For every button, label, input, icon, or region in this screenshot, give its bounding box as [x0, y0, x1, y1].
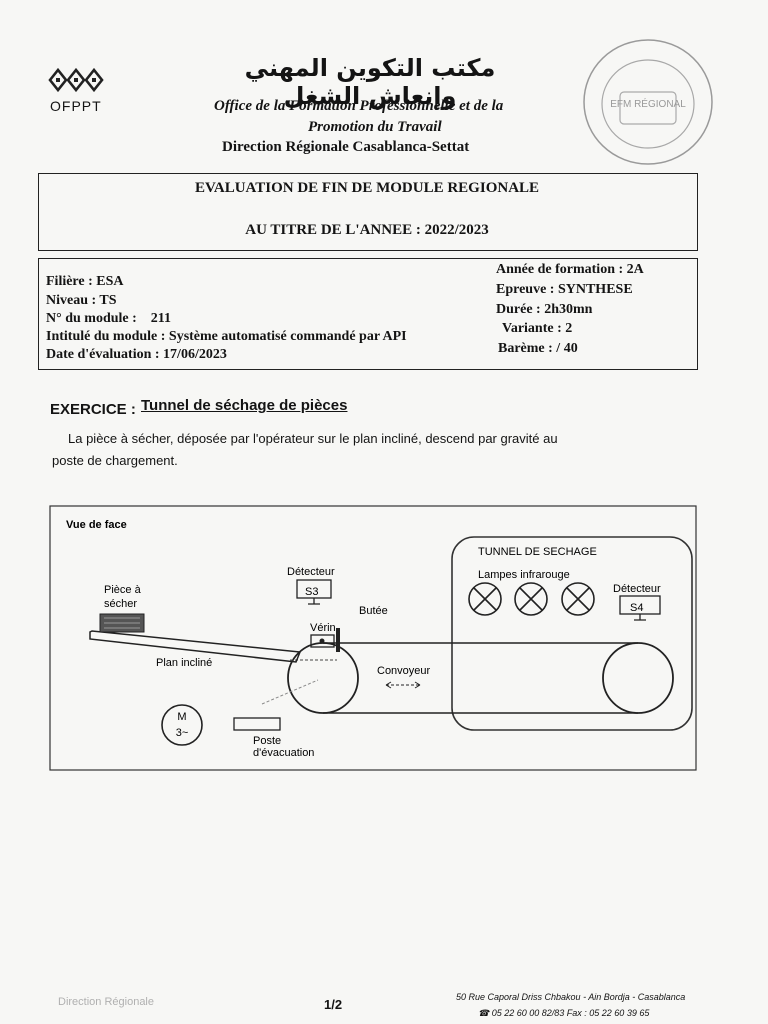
footer-direction: Direction Régionale [58, 996, 154, 1008]
plan-incline-label: Plan incliné [156, 657, 212, 669]
verin-box [310, 634, 335, 648]
detector-left-label: Détecteur [287, 566, 335, 578]
detector-right-label: Détecteur [613, 583, 661, 595]
piece-label-2: sécher [104, 598, 137, 610]
tunnel-label: TUNNEL DE SECHAGE [478, 546, 597, 558]
vue-label: Vue de face [66, 519, 127, 531]
inclined-plane [89, 630, 302, 663]
motor-m-label: M [177, 711, 186, 723]
poste-label-1: Poste [253, 735, 281, 747]
niveau: Niveau : TS [46, 293, 117, 308]
evaluation-date: Date d'évaluation : 17/06/2023 [46, 347, 227, 362]
butee-label: Butée [359, 605, 388, 617]
exercise-description-1: La pièce à sécher, déposée par l'opérate… [68, 431, 558, 446]
filiere: Filière : ESA [46, 274, 124, 289]
ofppt-logo-icon [48, 67, 104, 93]
module-number: N° du module : 211 [46, 311, 172, 326]
title-line-2: AU TITRE DE L'ANNEE : 2022/2023 [245, 222, 489, 238]
convoyeur-label: Convoyeur [377, 665, 431, 677]
direction-regionale: Direction Régionale Casablanca-Settat [222, 139, 470, 155]
title-line-1: EVALUATION DE FIN DE MODULE REGIONALE [194, 180, 540, 196]
variante: Variante : 2 [502, 321, 573, 336]
office-line-1: Office de la Formation Professionnelle e… [214, 98, 504, 114]
evacuation-post [233, 717, 281, 731]
page-number: 1/2 [324, 997, 343, 1012]
conveyor-drum-left [287, 642, 359, 714]
motor-3phase-label: 3~ [176, 727, 189, 739]
info-box [38, 258, 698, 370]
verin-label: Vérin [310, 622, 336, 634]
conveyor-drum-right [602, 642, 674, 714]
exercise-title: Tunnel de séchage de pièces [141, 397, 348, 414]
lamps-icon [468, 582, 595, 616]
epreuve: Epreuve : SYNTHESE [496, 282, 633, 297]
convoyeur-arrow-icon [385, 681, 421, 689]
s4-detector-stem [634, 614, 646, 621]
lamps-label: Lampes infrarouge [478, 569, 570, 581]
arabic-title: مكتب التكوين المهني وإنعاش الشغل [244, 54, 496, 110]
motor-belt-link [261, 679, 319, 705]
footer-phone: ☎ 05 22 60 00 82/83 Fax : 05 22 60 39 65 [478, 1008, 650, 1018]
butee-stop [336, 628, 340, 652]
motor-icon [161, 704, 203, 746]
bareme: Barème : / 40 [498, 341, 578, 356]
annee-formation: Année de formation : 2A [496, 262, 644, 277]
duree: Durée : 2h30mn [496, 302, 593, 317]
logo-text: OFPPT [50, 98, 102, 114]
diagram-frame [49, 505, 697, 771]
poste-label-2: d'évacuation [253, 747, 314, 759]
exercise-description-2: poste de chargement. [52, 453, 178, 468]
module-title: Intitulé du module : Système automatisé … [46, 329, 407, 344]
office-line-2: Promotion du Travail [308, 119, 442, 135]
footer-address: 50 Rue Caporal Driss Chbakou - Ain Bordj… [456, 992, 686, 1002]
s4-label: S4 [630, 602, 643, 614]
piece-label-1: Pièce à [104, 584, 142, 596]
exercise-label: EXERCICE : [50, 401, 136, 418]
title-box [38, 173, 698, 251]
s3-label: S3 [305, 586, 318, 598]
stamp-text: EFM RÉGIONAL [610, 97, 686, 110]
s3-detector-stem [308, 598, 320, 605]
tunnel-enclosure [451, 536, 693, 731]
stamp-seal-icon: EFM RÉGIONAL [583, 39, 713, 165]
